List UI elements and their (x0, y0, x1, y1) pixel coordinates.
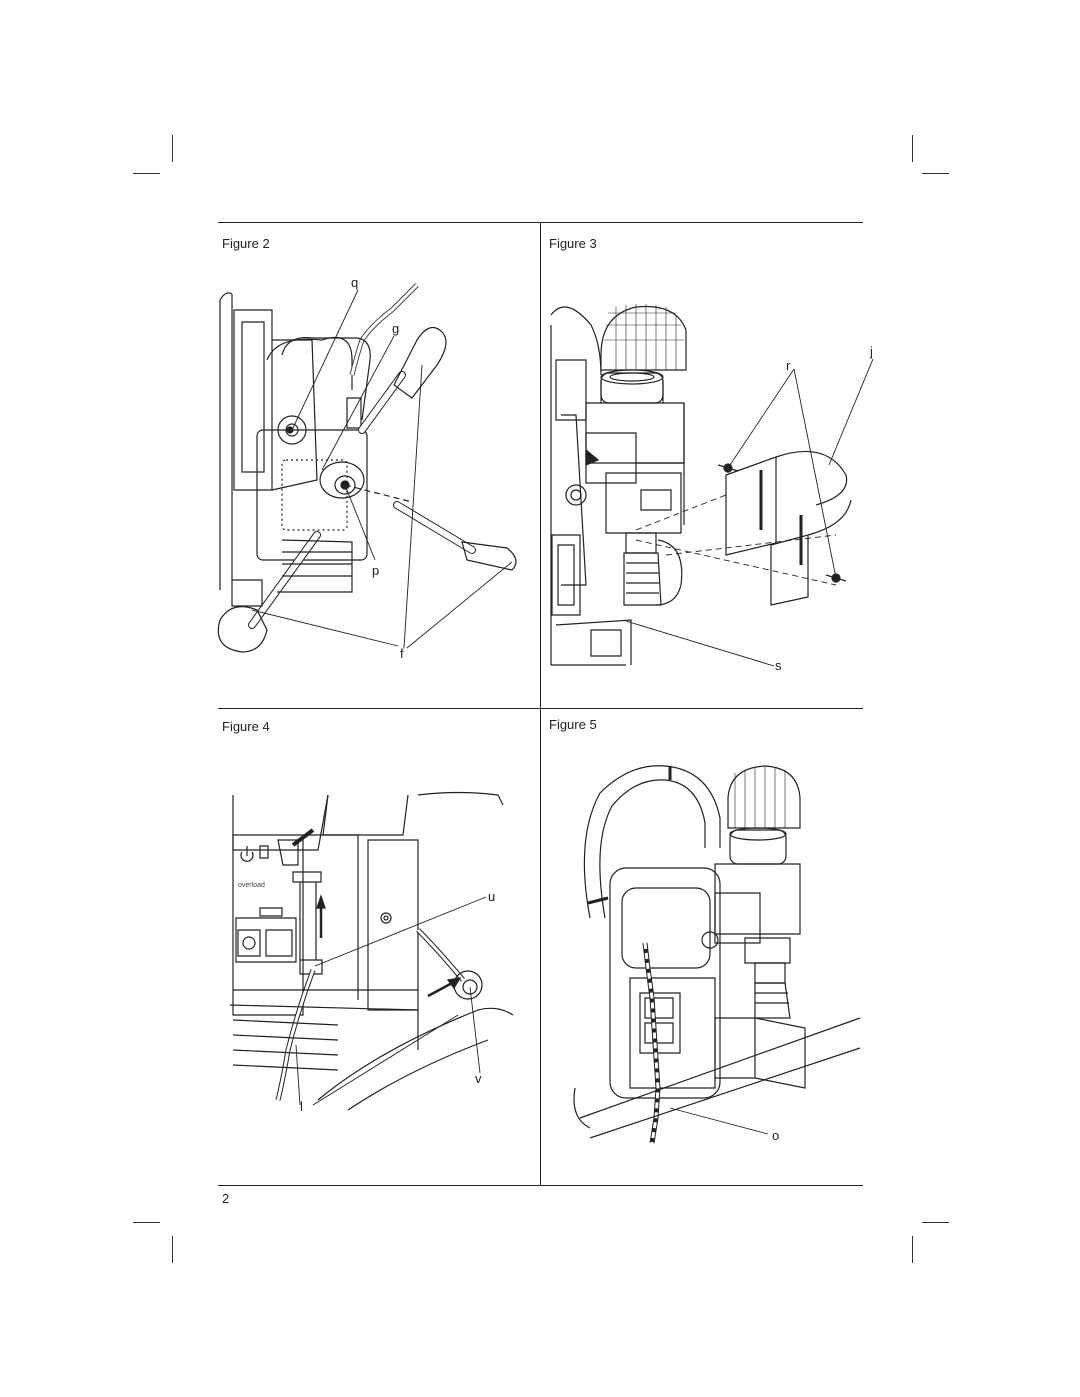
page-number: 2 (222, 1191, 230, 1206)
label-l: l (300, 1099, 303, 1114)
crop-mark-bottom-right-v (912, 1236, 913, 1263)
label-o: o (772, 1128, 780, 1143)
figure-3-title: Figure 3 (549, 236, 597, 251)
figure-4-illustration (218, 790, 518, 1120)
label-q: q (351, 275, 359, 290)
column-divider (540, 222, 541, 1185)
crop-mark-top-left-h (133, 173, 160, 174)
overload-panel-text: overload (238, 882, 265, 889)
label-u: u (488, 889, 496, 904)
crop-mark-bottom-right-h (922, 1222, 949, 1223)
label-f: f (400, 646, 404, 661)
figure-2-illustration (212, 280, 532, 670)
crop-mark-top-right-h (922, 173, 949, 174)
figure-5-illustration (570, 758, 870, 1158)
label-p: p (372, 563, 380, 578)
label-r: r (786, 358, 791, 373)
figure-5-title: Figure 5 (549, 717, 597, 732)
label-g: g (392, 321, 400, 336)
figure-4-title: Figure 4 (222, 719, 270, 734)
crop-mark-top-right-v (912, 135, 913, 162)
figure-3-illustration (546, 285, 876, 675)
crop-mark-bottom-left-h (133, 1222, 160, 1223)
label-s: s (775, 658, 782, 673)
bottom-rule (218, 1185, 863, 1186)
crop-mark-top-left-v (172, 135, 173, 162)
crop-mark-bottom-left-v (172, 1236, 173, 1263)
label-j: j (870, 344, 873, 359)
figure-2-title: Figure 2 (222, 236, 270, 251)
label-v: v (475, 1071, 482, 1086)
